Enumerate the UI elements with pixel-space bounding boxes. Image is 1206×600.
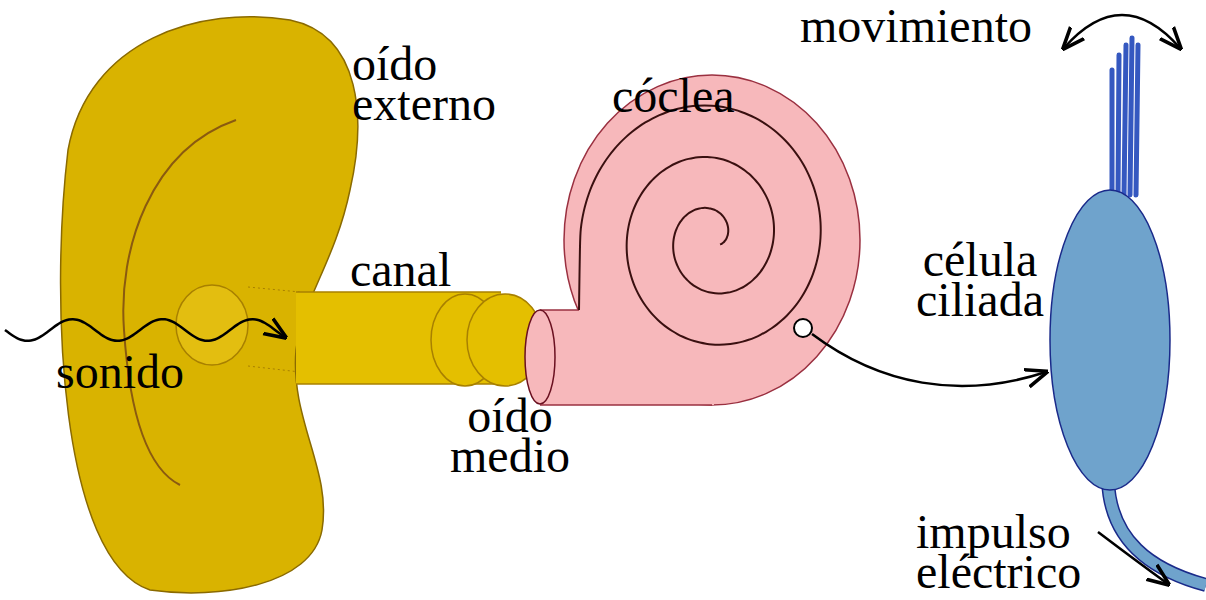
part-label: cóclea — [612, 76, 812, 116]
cilia — [1112, 38, 1138, 195]
canal-edge — [296, 291, 501, 293]
zoom-arrow — [812, 334, 1046, 386]
part-label: célula ciliada — [900, 240, 1060, 320]
motion-arrow — [1064, 15, 1180, 48]
part-label: oído medio — [430, 396, 590, 476]
tube-edge — [540, 309, 579, 311]
sound-wave — [5, 319, 285, 341]
sample-point — [794, 319, 812, 337]
part-label: sonido — [56, 352, 256, 392]
part-label: movimiento — [800, 6, 1060, 46]
cochlea-tube — [540, 310, 714, 405]
oval-window — [525, 310, 555, 404]
part-label: canal — [350, 250, 510, 290]
guide-line — [248, 287, 300, 292]
guide-line — [248, 366, 300, 372]
tube-edge — [540, 404, 712, 406]
nerve-fiber — [1108, 480, 1206, 585]
part-label: impulso eléctrico — [916, 512, 1116, 592]
part-label: oído externo — [352, 44, 542, 124]
cochlea-spiral — [579, 106, 821, 345]
impulse-arrow — [1098, 532, 1168, 584]
hair-cell — [1050, 190, 1170, 490]
nerve-fiber — [1108, 480, 1206, 585]
